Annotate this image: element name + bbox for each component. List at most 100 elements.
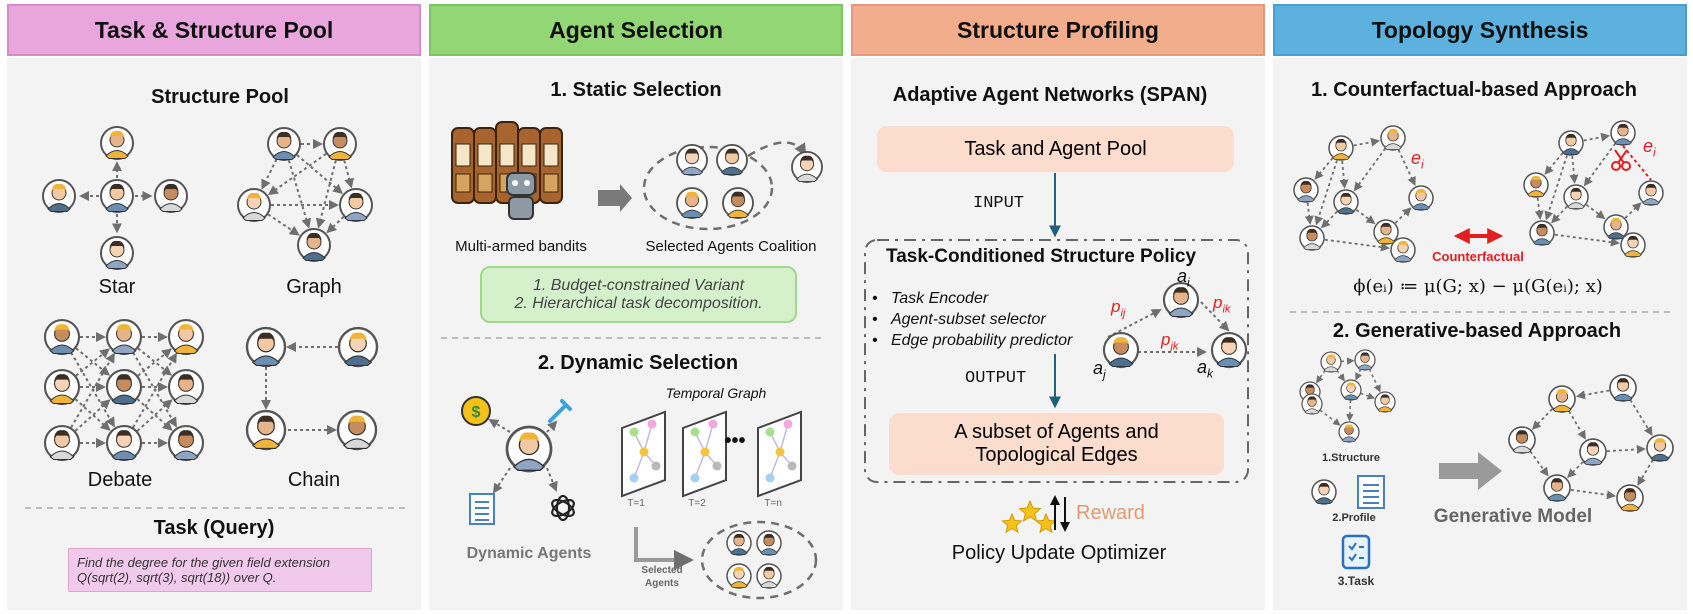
synthesis-edge	[1353, 137, 1381, 147]
dynamic-selection-title: 2. Dynamic Selection	[537, 352, 739, 374]
agent-avatar-icon	[726, 563, 752, 589]
avatar-hair	[730, 191, 746, 199]
ei-left-base: e	[1411, 148, 1422, 168]
structure-edge	[1355, 368, 1363, 381]
profile-caption: 2.Profile	[1332, 512, 1376, 524]
avatar-hair	[1305, 384, 1315, 389]
structure-edge	[1368, 368, 1381, 393]
avatar-hair	[257, 332, 275, 342]
debate-edge	[136, 398, 173, 431]
avatar-body	[1547, 493, 1567, 501]
agent-avatar-icon	[1320, 351, 1342, 373]
agent-avatar-icon	[105, 318, 143, 356]
generative-title: 2. Generative-based Approach	[1332, 320, 1622, 342]
slot-window	[477, 143, 493, 167]
document-icon	[469, 493, 495, 525]
avatar-body	[760, 548, 778, 555]
chain-label: Chain	[287, 469, 341, 491]
dyn-edge	[488, 418, 511, 433]
avatar-hair	[1555, 389, 1569, 395]
generated-edge	[1575, 389, 1610, 400]
clipboard-check	[1348, 542, 1357, 562]
dollar-coin-icon: $	[461, 396, 491, 426]
agent-avatar-icon	[716, 144, 748, 176]
generated-edge	[1629, 399, 1653, 436]
ei-left-sub: i	[1421, 157, 1424, 172]
avatar-body	[272, 151, 296, 160]
agent-avatar-icon	[1210, 331, 1248, 369]
agent-avatar-icon	[1638, 180, 1664, 206]
avatar-hair	[257, 415, 275, 425]
bullet-task-encoder: • Task Encoder	[872, 290, 989, 307]
avatar-body	[1377, 406, 1393, 412]
cut-edge	[1622, 145, 1652, 181]
openai-petal	[551, 499, 575, 517]
avatar-hair	[1360, 352, 1370, 357]
avatar-body	[49, 450, 75, 460]
subset-line-2: Topological Edges	[975, 444, 1138, 466]
synthesis-edge	[1544, 155, 1568, 221]
avatar-body	[795, 173, 819, 183]
avatar-hair	[1530, 175, 1542, 182]
slot-panel	[543, 173, 559, 193]
avatar-body	[1642, 198, 1660, 205]
debate-edge	[75, 348, 110, 377]
structure-edge	[1336, 369, 1345, 382]
star	[1001, 512, 1023, 534]
variants-box: 1. Budget-constrained Variant 2. Hierarc…	[480, 266, 797, 323]
agent-avatar-icon	[1508, 426, 1536, 454]
synthesis-edge	[1554, 233, 1620, 247]
counterfactual-title: 1. Counterfactual-based Approach	[1311, 79, 1637, 101]
reward-label: Reward	[1076, 502, 1145, 524]
temporal-node	[787, 461, 797, 471]
generated-edge	[1570, 489, 1616, 500]
avatar-hair	[1616, 378, 1630, 384]
agent-avatar-icon	[245, 409, 287, 451]
selected-arrow	[634, 527, 694, 570]
avatar-body	[1552, 404, 1572, 412]
agent-avatar-icon	[43, 424, 81, 462]
avatar-hair	[1113, 337, 1129, 345]
structure-edge	[1319, 409, 1341, 426]
avatar-hair	[1307, 396, 1317, 401]
avatar-hair	[763, 566, 775, 573]
avatar-hair	[116, 374, 132, 382]
avatar-hair	[1387, 128, 1399, 135]
avatar-hair	[684, 191, 700, 199]
avatar-body	[1323, 366, 1339, 372]
graph-edge	[296, 154, 344, 195]
robot-icon	[506, 172, 536, 220]
agent-avatar-icon	[1543, 474, 1571, 502]
avatar-body	[1384, 143, 1402, 150]
label-pjk-base: p	[1161, 330, 1171, 349]
avatar-hair	[1340, 192, 1352, 199]
avatar-body	[173, 450, 199, 460]
agent-avatar-icon	[1373, 219, 1399, 245]
agent-avatar-icon	[154, 179, 188, 213]
robot-head	[506, 172, 536, 196]
slot-panel	[477, 173, 493, 193]
avatar-hair	[1326, 354, 1336, 359]
agent-avatar-icon	[1380, 125, 1406, 151]
slot-window	[543, 143, 559, 167]
avatar-hair	[724, 148, 740, 156]
avatar-hair	[1565, 133, 1577, 140]
synthesis-edge	[1544, 152, 1564, 175]
generated-edge	[1568, 410, 1586, 440]
avatar-body	[1343, 394, 1359, 400]
debate-edge	[136, 399, 173, 432]
scissor-handle	[1621, 161, 1631, 171]
avatar-hair	[51, 183, 67, 191]
avatar-body	[49, 344, 75, 354]
star-label: Star	[98, 276, 136, 298]
temporal-node	[765, 473, 775, 483]
avatar-hair	[349, 332, 367, 342]
structure-caption: 1.Structure	[1321, 452, 1381, 464]
generative-model-label: Generative Model	[1433, 506, 1593, 527]
agent-avatar-icon	[1620, 232, 1646, 258]
scissor-handle	[1611, 161, 1621, 171]
avatar-body	[111, 450, 137, 460]
ei-right-base: e	[1643, 136, 1654, 156]
avatar-hair	[54, 324, 70, 332]
agent-avatar-icon	[1293, 177, 1319, 203]
